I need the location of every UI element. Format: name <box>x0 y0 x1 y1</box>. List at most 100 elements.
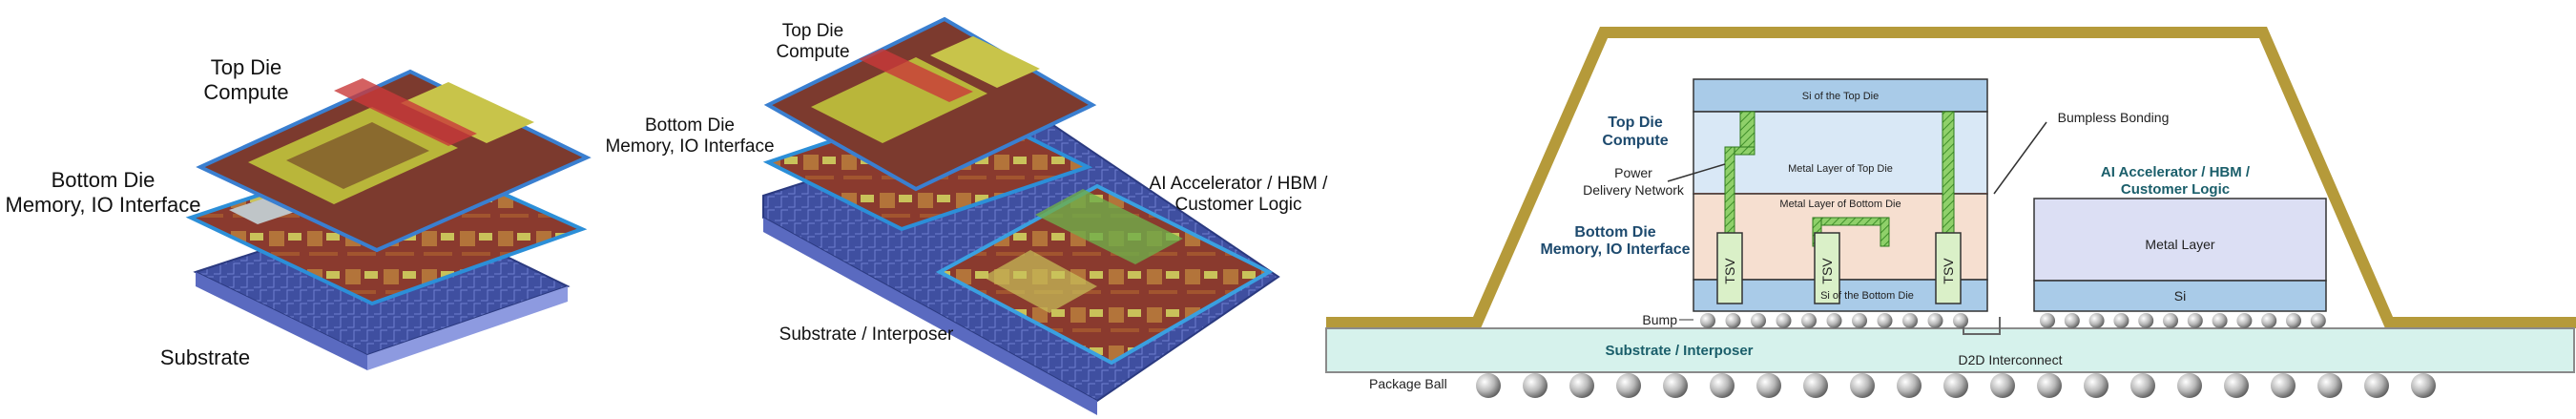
panel2-top-die-block-b <box>930 36 1040 88</box>
panel2-top-die-label-2: Compute <box>776 42 849 62</box>
package-ball <box>1569 373 1594 398</box>
metal-layer-label: Metal Layer <box>2145 237 2214 252</box>
bump <box>1902 313 1918 328</box>
p3-top-die-label-2: Compute <box>1602 133 1668 149</box>
bump <box>2040 313 2055 328</box>
tsv-middle-label: TSV <box>1819 258 1835 284</box>
panel1-top-die-block-b <box>286 122 429 189</box>
si-top-die <box>1693 78 1988 113</box>
accelerator-metal-layer <box>2033 198 2327 282</box>
panel2-top-die-stripe <box>859 49 973 102</box>
panel1-top-die-stripe <box>334 78 477 146</box>
panel2-substrate-side <box>763 218 1097 415</box>
tsv-right <box>1935 232 1962 304</box>
pdn-label-1: Power <box>1614 165 1652 180</box>
bump <box>2286 313 2301 328</box>
package-ball <box>2177 373 2202 398</box>
pdn-drop <box>1724 146 1735 234</box>
panel2-bottom-die-label-1: Bottom Die <box>645 115 735 136</box>
p3-bottom-die-label-2: Memory, IO Interface <box>1540 241 1690 258</box>
package-ball <box>1616 373 1641 398</box>
package-ball <box>1803 373 1828 398</box>
package-ball <box>2317 373 2342 398</box>
package-ball <box>2037 373 2062 398</box>
package-ball <box>1523 373 1548 398</box>
lid-outline <box>1326 27 2576 328</box>
bump <box>1776 313 1792 328</box>
bump <box>2236 313 2253 328</box>
p3-top-die-label-1: Top Die <box>1608 115 1663 131</box>
tsv-left <box>1716 232 1743 304</box>
bump <box>1801 313 1817 328</box>
pdn-bridge-right <box>1880 217 1890 247</box>
bump <box>2138 313 2154 328</box>
bump <box>1877 313 1893 328</box>
panel2-bottom-die-label-2: Memory, IO Interface <box>605 136 774 157</box>
bump <box>2261 313 2277 328</box>
package-ball <box>2271 373 2296 398</box>
package-ball <box>2130 373 2155 398</box>
pdn-left-vertical <box>1739 111 1755 151</box>
package-ball <box>1756 373 1781 398</box>
bump <box>1927 313 1943 328</box>
metal-bottom-die-label: Metal Layer of Bottom Die <box>1779 199 1901 210</box>
pdn-callout-line <box>1667 163 1726 182</box>
tsv-right-label: TSV <box>1941 258 1956 284</box>
panel2-stack <box>762 16 1280 415</box>
bump <box>2064 313 2080 328</box>
package-ball-row <box>1476 373 2436 398</box>
panel1-top-die-block-c <box>401 82 534 143</box>
substrate-interposer-label: Substrate / Interposer <box>1605 343 1753 359</box>
panel1-bottom-die-label-2: Memory, IO Interface <box>6 193 201 217</box>
p3-accelerator-label-2: Customer Logic <box>2121 181 2230 198</box>
package-ball <box>2364 373 2389 398</box>
package-ball-label: Package Ball <box>1369 376 1447 391</box>
panel3-cross-section <box>1325 27 2576 373</box>
bump <box>1725 313 1741 328</box>
si-bottom-die-label: Si of the Bottom Die <box>1820 290 1914 302</box>
bumpless-bonding-label: Bumpless Bonding <box>2058 110 2170 125</box>
panel1-substrate-side <box>196 272 367 370</box>
bump-row <box>1700 313 2326 328</box>
panel2-accelerator-block-b <box>983 250 1097 313</box>
panel2-substrate-label: Substrate / Interposer <box>779 325 954 345</box>
bump <box>2187 313 2203 328</box>
si-label: Si <box>2174 288 2186 304</box>
d2d-interconnect-label: D2D Interconnect <box>1959 352 2063 367</box>
panel1-top-die-label-1: Top Die <box>211 55 282 79</box>
panel2-accelerator-label-2: Customer Logic <box>1174 195 1301 215</box>
package-ball <box>1710 373 1735 398</box>
package-ball <box>1476 373 1501 398</box>
panel2-top-die-label-1: Top Die <box>782 21 843 41</box>
package-ball <box>1850 373 1875 398</box>
bump <box>1953 313 1968 328</box>
bump <box>2113 313 2129 328</box>
bump <box>1852 313 1867 328</box>
p3-accelerator-label-1: AI Accelerator / HBM / <box>2101 164 2251 180</box>
bump <box>1700 313 1715 328</box>
metal-top-die-label: Metal Layer of Top Die <box>1788 163 1893 175</box>
bump <box>1751 313 1766 328</box>
panel1-stack <box>185 69 592 370</box>
bump <box>2310 313 2326 328</box>
package-ball <box>2084 373 2109 398</box>
package-ball <box>1897 373 1922 398</box>
bump <box>2088 313 2105 328</box>
si-top-die-label: Si of the Top Die <box>1802 91 1880 102</box>
panel1-top-die-label-2: Compute <box>203 80 288 104</box>
package-ball <box>2411 373 2436 398</box>
package-ball <box>1663 373 1688 398</box>
package-ball <box>1990 373 2015 398</box>
bump <box>2163 313 2178 328</box>
tsv-middle <box>1814 232 1840 304</box>
pdn-right-vertical <box>1942 111 1955 237</box>
panel1-substrate-side-right <box>367 286 568 370</box>
bump-label: Bump <box>1642 312 1677 327</box>
panel1-substrate-label: Substrate <box>160 346 250 369</box>
panel2-accelerator-label-1: AI Accelerator / HBM / <box>1150 174 1329 194</box>
bumpless-callout-line <box>1993 121 2047 195</box>
panel2-accelerator-block <box>1035 189 1183 264</box>
accelerator-si <box>2033 280 2327 312</box>
bump <box>1826 313 1842 328</box>
